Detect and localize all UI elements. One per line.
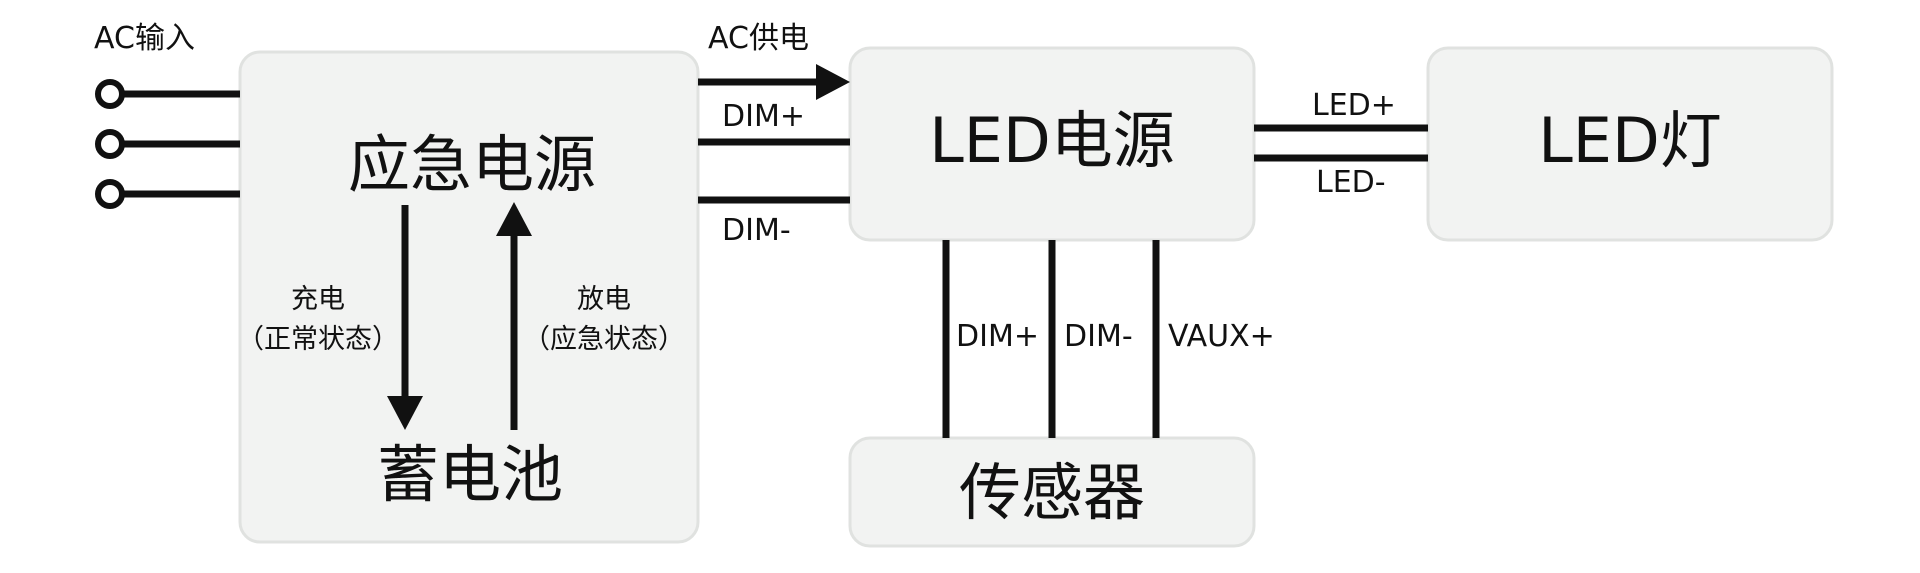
led-lamp-box (1426, 46, 1834, 242)
charge-label: 充电 (291, 284, 345, 315)
ac-input-terminals (95, 79, 240, 209)
sensor-title: 传感器 (959, 456, 1145, 529)
emergency-power-box (238, 50, 700, 544)
battery-title: 蓄电池 (377, 438, 563, 511)
ac-input-terminal-1 (95, 79, 125, 109)
led-lamp-title: LED灯 (1538, 104, 1721, 177)
discharge-note: （应急状态） (523, 324, 685, 355)
ac-input-terminal-2 (95, 129, 125, 159)
sensor-dim-plus-label: DIM+ (956, 319, 1039, 354)
ac-input-label: AC输入 (94, 21, 195, 56)
emergency-power-title: 应急电源 (348, 128, 596, 201)
charge-arrow-head (387, 396, 423, 430)
charge-note: （正常状态） (237, 324, 399, 355)
discharge-label: 放电 (577, 284, 631, 315)
dim-minus-label: DIM- (722, 213, 791, 248)
sensor-vaux-plus-label: VAUX+ (1168, 319, 1275, 354)
led-driver-title: LED电源 (929, 104, 1174, 177)
dim-plus-label: DIM+ (722, 99, 805, 134)
sensor-dim-minus-label: DIM- (1064, 319, 1133, 354)
ac-supply-arrow-head (816, 64, 850, 100)
led-plus-label: LED+ (1312, 88, 1396, 123)
ac-supply-label: AC供电 (708, 21, 809, 56)
led-minus-label: LED- (1316, 165, 1386, 200)
ac-input-terminal-3 (95, 179, 125, 209)
discharge-arrow-head (496, 202, 532, 236)
